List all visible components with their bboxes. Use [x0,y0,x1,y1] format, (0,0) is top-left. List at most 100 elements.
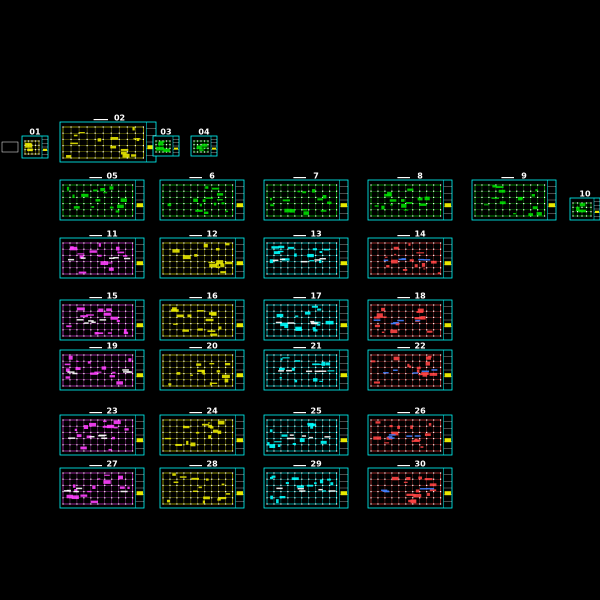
drawing-sheet-04[interactable]: 04 [190,128,218,157]
column-mark [110,132,112,134]
column-mark [280,425,282,427]
column-mark [169,248,171,250]
column-mark [183,335,185,337]
column-mark [196,144,199,146]
plan-detail [424,478,433,481]
drawing-sheet-30[interactable]: 30 [367,460,453,509]
drawing-sheet-17[interactable]: 17 [263,292,349,341]
drawing-sheet-16[interactable]: 16 [159,292,245,341]
column-mark [118,304,120,306]
column-mark [301,419,303,421]
drawing-sheet-28[interactable]: 28 [159,460,245,509]
drawing-sheet-26[interactable]: 26 [367,407,453,456]
column-mark [315,316,317,318]
drawing-sheet-22[interactable]: 22 [367,342,453,391]
column-mark [132,444,134,446]
drawing-sheet-14[interactable]: 14 [367,230,453,279]
column-mark [38,153,40,155]
column-mark [97,431,99,433]
column-mark [83,444,85,446]
column-mark [266,248,268,250]
plan-detail [77,253,85,255]
drawing-sheet-21[interactable]: 21 [263,342,349,391]
column-mark [412,431,414,433]
column-mark [405,335,407,337]
drawing-sheet-19[interactable]: 19 [59,342,145,391]
plan-detail [186,440,189,445]
drawing-sheet-15[interactable]: 15 [59,292,145,341]
column-mark [125,190,127,192]
column-mark [78,151,80,153]
sheet-title-bar [189,465,202,467]
drawing-sheet-8[interactable]: 8 [367,172,453,221]
column-mark [426,329,428,331]
column-mark [370,478,372,480]
plan-highlight [388,434,396,436]
plan-detail [156,146,164,151]
plan-detail [282,357,290,359]
plan-detail [25,142,32,145]
drawing-sheet-23[interactable]: 23 [59,407,145,456]
title-block-stamp [340,373,347,378]
drawing-sheet-29[interactable]: 29 [263,460,349,509]
column-mark [572,202,574,204]
title-block-stamp [340,261,347,266]
column-mark [69,472,71,474]
plan-highlight [76,487,83,490]
column-mark [315,209,317,211]
column-mark [169,425,171,427]
column-mark [162,196,164,198]
column-mark [176,491,178,493]
plan-detail [78,271,87,274]
column-mark [62,497,64,499]
sheet-number: 22 [415,342,426,351]
drawing-sheet-13[interactable]: 13 [263,230,349,279]
drawing-sheet-25[interactable]: 25 [263,407,349,456]
column-mark [204,184,206,186]
column-mark [433,450,435,452]
drawing-sheet-02[interactable]: 02 [59,114,157,163]
drawing-sheet-27[interactable]: 27 [59,460,145,509]
plan-detail [201,143,208,147]
column-mark [162,209,164,211]
drawing-sheet-24[interactable]: 24 [159,407,245,456]
plan-detail [193,198,199,202]
plan-detail [319,479,324,484]
drawing-sheet-10[interactable]: 10 [569,190,600,221]
column-mark [190,354,192,356]
column-mark [329,184,331,186]
drawing-sheet-9[interactable]: 9 [471,172,557,221]
column-mark [322,196,324,198]
column-mark [370,484,372,486]
column-mark [190,335,192,337]
column-mark [190,254,192,256]
drawing-sheet-7[interactable]: 7 [263,172,349,221]
column-mark [69,215,71,217]
drawing-sheet-03[interactable]: 03 [152,128,180,157]
column-mark [315,310,317,312]
drawing-sheet-20[interactable]: 20 [159,342,245,391]
column-mark [481,184,483,186]
column-mark [377,190,379,192]
column-mark [125,425,127,427]
drawing-sheet-01[interactable]: 01 [21,128,49,159]
column-mark [384,254,386,256]
column-mark [315,373,317,375]
column-mark [225,335,227,337]
column-mark [211,419,213,421]
column-mark [104,215,106,217]
column-mark [62,184,64,186]
plan-detail [395,322,400,326]
drawing-sheet-11[interactable]: 11 [59,230,145,279]
drawing-sheet-6[interactable]: 6 [159,172,245,221]
column-mark [197,360,199,362]
plan-detail [81,193,89,197]
drawing-sheet-12[interactable]: 12 [159,230,245,279]
column-mark [169,385,171,387]
drawing-sheet-05[interactable]: 05 [59,172,145,221]
plan-detail [72,484,76,488]
column-mark [102,132,104,134]
drawing-sheet-18[interactable]: 18 [367,292,453,341]
plan-highlight [67,371,75,373]
